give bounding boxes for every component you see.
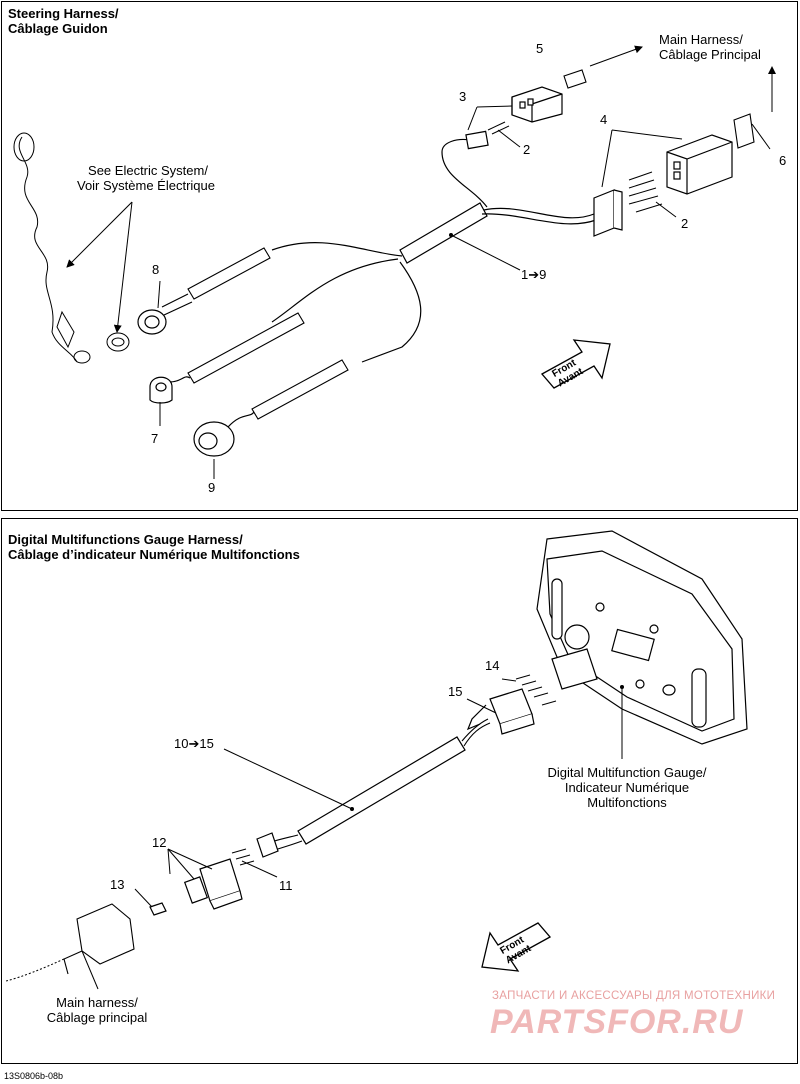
connector-12 [149, 832, 279, 916]
callout-2-upper: 2 [523, 142, 531, 157]
pins-14 [515, 674, 557, 706]
switch-8 [137, 293, 193, 335]
callout-11: 11 [279, 878, 293, 893]
gauge-harness-sleeve [297, 736, 466, 845]
main-harness-bottom-en: Main harness/ [56, 995, 138, 1010]
see-electric-label-fr: Voir Système Électrique [76, 178, 215, 193]
gauge-label-line3: Multifonctions [587, 795, 667, 810]
front-arrow-bottom [481, 922, 552, 972]
main-harness-label-en: Main Harness/ [659, 32, 743, 47]
front-arrow-top [540, 339, 611, 389]
callout-8: 8 [152, 262, 160, 277]
callout-7: 7 [151, 431, 159, 446]
leader-lines-bottom [81, 678, 623, 990]
callout-4: 4 [600, 112, 608, 127]
top-title-fr: Câblage Guidon [8, 21, 108, 36]
main-harness-label-fr: Câblage Principal [659, 47, 761, 62]
watermark-logo: PARTSFOR.RU [490, 1003, 744, 1041]
callout-9: 9 [208, 480, 216, 495]
connector-3 [465, 86, 563, 150]
main-harness-sleeve [399, 202, 488, 264]
callout-5: 5 [536, 41, 544, 56]
main-harness-wire-bottom [5, 958, 65, 982]
main-harness-connector [63, 903, 135, 975]
switch-7 [149, 376, 191, 404]
steering-harness-drawing [13, 45, 776, 479]
callout-6: 6 [779, 153, 787, 168]
callout-15: 15 [448, 684, 463, 699]
gauge-label-line1: Digital Multifunction Gauge/ [547, 765, 707, 780]
digital-multifunction-gauge [536, 530, 748, 745]
callout-1-9: 1➔9 [521, 267, 547, 282]
gauge-harness-drawing [5, 530, 748, 990]
branch-sleeves [187, 247, 349, 420]
gauge-harness-panel: Digital Multifunctions Gauge Harness/ Câ… [1, 518, 798, 1064]
callout-10-15: 10➔15 [174, 736, 214, 751]
safety-lanyard-cord [13, 132, 130, 364]
pins-11 [231, 848, 255, 866]
main-harness-bottom-fr: Câblage principal [46, 1010, 148, 1025]
callout-14: 14 [485, 658, 500, 673]
gauge-label-line2: Indicateur Numérique [564, 780, 690, 795]
connector-15 [466, 688, 535, 735]
see-electric-label-en: See Electric System/ [88, 163, 208, 178]
harness-wires [271, 138, 597, 363]
switch-9 [193, 411, 255, 457]
pins-2-top [487, 121, 663, 213]
bottom-title-en: Digital Multifunctions Gauge Harness/ [8, 532, 243, 547]
terminals-5-6 [563, 69, 755, 149]
bottom-title-fr: Câblage d’indicateur Numérique Multifonc… [8, 547, 300, 562]
steering-harness-panel: Steering Harness/ Câblage Guidon Main Ha… [1, 1, 798, 511]
callout-3: 3 [459, 89, 467, 104]
watermark-tagline: ЗАПЧАСТИ И АКСЕССУАРЫ ДЛЯ МОТОТЕХНИКИ [492, 990, 776, 1002]
callout-13: 13 [110, 877, 125, 892]
leader-lines-top [66, 45, 776, 479]
callout-12: 12 [152, 835, 167, 850]
connector-4 [593, 134, 733, 237]
callout-2-lower: 2 [681, 216, 689, 231]
figure-code: 13S0806b-08b [4, 1071, 64, 1081]
top-title-en: Steering Harness/ [8, 6, 119, 21]
